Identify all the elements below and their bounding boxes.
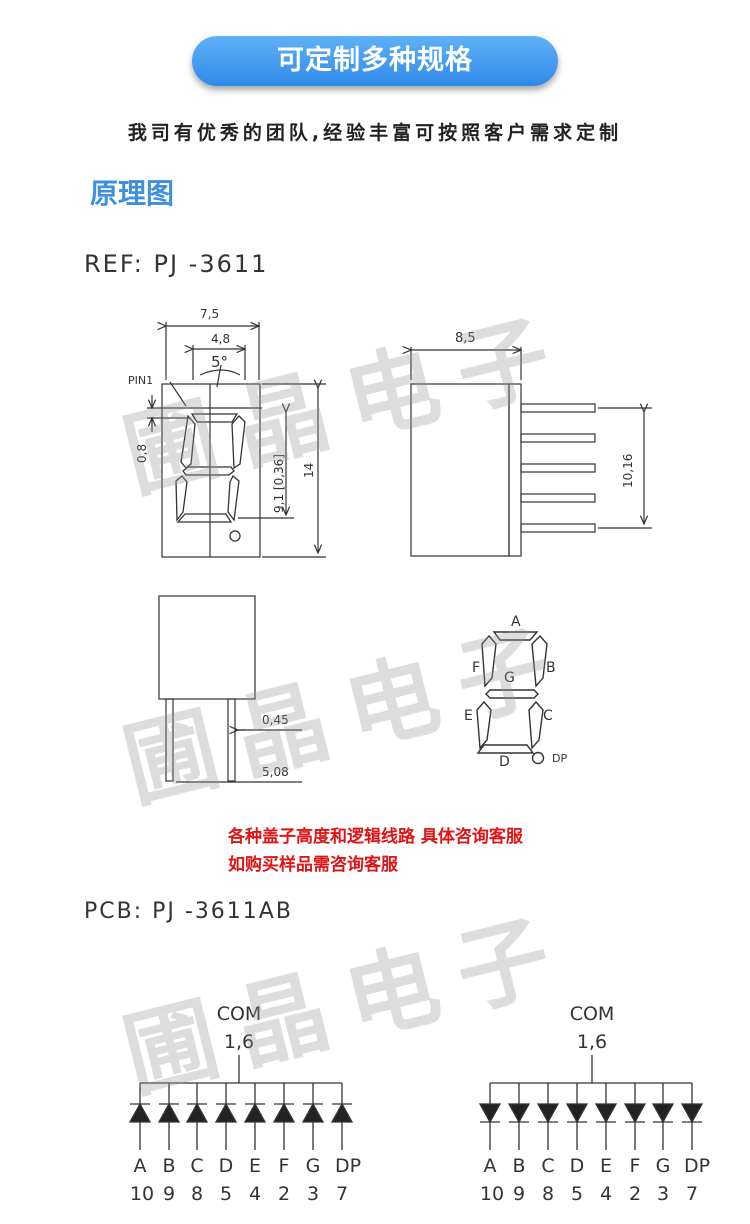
circuit1-pin-label: 10 <box>130 1183 154 1205</box>
circuit2-seg-label: C <box>541 1155 554 1177</box>
circuit2-seg-label: G <box>656 1155 671 1177</box>
circuit2-pin-label: 7 <box>686 1183 698 1205</box>
circuit1-seg-label: F <box>279 1155 290 1177</box>
circuit2-seg-label: F <box>630 1155 641 1177</box>
segment-diagram <box>476 631 548 765</box>
segment-c-label: C <box>543 708 553 724</box>
section-title: 原理图 <box>90 177 175 210</box>
circuit1-pin-label: 5 <box>220 1183 232 1205</box>
dim-digit-height: 9,1 [0,36] <box>272 454 286 513</box>
circuit1-pin-label: 8 <box>191 1183 203 1205</box>
circuit1-seg-label: C <box>190 1155 203 1177</box>
circuit-common-cathode <box>478 1055 704 1150</box>
circuit2-com-label: COM <box>570 1003 615 1025</box>
circuit-common-anode <box>128 1055 354 1150</box>
circuit2-pin-label: 2 <box>629 1183 641 1205</box>
circuit2-pin-label: 3 <box>657 1183 669 1205</box>
circuit2-seg-label: B <box>512 1155 525 1177</box>
dim-pin-span: 10,16 <box>621 454 635 488</box>
circuit1-seg-label: G <box>306 1155 321 1177</box>
segment-e-label: E <box>464 708 473 724</box>
circuit1-pin-label: 9 <box>163 1183 175 1205</box>
dim-height-14: 14 <box>302 463 316 478</box>
circuit1-seg-label: B <box>162 1155 175 1177</box>
note-line-2: 如购买样品需咨询客服 <box>228 855 398 875</box>
pcb-label: PCB: PJ -3611AB <box>84 899 293 924</box>
dim-depth-8-5: 8,5 <box>455 331 476 346</box>
dim-4-8: 4,8 <box>211 332 230 346</box>
circuit2-pin-label: 5 <box>571 1183 583 1205</box>
circuit2-seg-label: A <box>484 1155 497 1177</box>
dim-7-5: 7,5 <box>200 307 219 321</box>
dim-angle: 5° <box>211 353 228 371</box>
circuit2-seg-label: D <box>570 1155 585 1177</box>
circuit2-pin-label: 9 <box>513 1183 525 1205</box>
segment-a-label: A <box>511 614 521 630</box>
segment-b-label: B <box>546 660 556 676</box>
subtitle: 我司有优秀的团队,经验丰富可按照客户需求定制 <box>127 122 623 144</box>
segment-dp-label: DP <box>552 752 567 765</box>
circuit1-seg-label: D <box>219 1155 234 1177</box>
circuit1-pin-label: 3 <box>307 1183 319 1205</box>
bottom-view <box>158 595 302 783</box>
circuit2-labels: A B C D E F G DP 10 9 8 5 4 2 3 7 <box>480 1155 710 1205</box>
front-view <box>147 322 326 558</box>
circuit1-com-label: COM <box>217 1003 262 1025</box>
circuit2-seg-label: DP <box>684 1155 710 1177</box>
segment-d-label: D <box>499 754 510 770</box>
circuit2-seg-label: E <box>600 1155 612 1177</box>
side-view <box>411 347 652 557</box>
circuit2-pin-label: 8 <box>542 1183 554 1205</box>
circuit1-com-pins: 1,6 <box>224 1031 254 1053</box>
note-line-1: 各种盖子高度和逻辑线路 具体咨询客服 <box>228 827 523 847</box>
circuit2-com-pins: 1,6 <box>577 1031 607 1053</box>
circuit2-pin-label: 4 <box>600 1183 612 1205</box>
circuit1-pin-label: 4 <box>249 1183 261 1205</box>
banner-title: 可定制多种规格 <box>192 36 558 86</box>
circuit1-seg-label: DP <box>335 1155 361 1177</box>
dim-0-8: 0,8 <box>135 444 149 463</box>
circuit1-seg-label: A <box>134 1155 147 1177</box>
dim-pin-pitch: 5,08 <box>262 765 289 779</box>
dim-pin-width: 0,45 <box>262 713 289 727</box>
segment-f-label: F <box>472 660 480 676</box>
segment-g-label: G <box>504 670 515 686</box>
circuit1-seg-label: E <box>249 1155 261 1177</box>
circuit1-pin-label: 2 <box>278 1183 290 1205</box>
circuit1-labels: A B C D E F G DP 10 9 8 5 4 2 3 7 <box>130 1155 361 1205</box>
circuit1-pin-label: 7 <box>336 1183 348 1205</box>
ref-label: REF: PJ -3611 <box>84 250 268 278</box>
circuit2-pin-label: 10 <box>480 1183 504 1205</box>
pin1-label: PIN1 <box>128 374 153 387</box>
